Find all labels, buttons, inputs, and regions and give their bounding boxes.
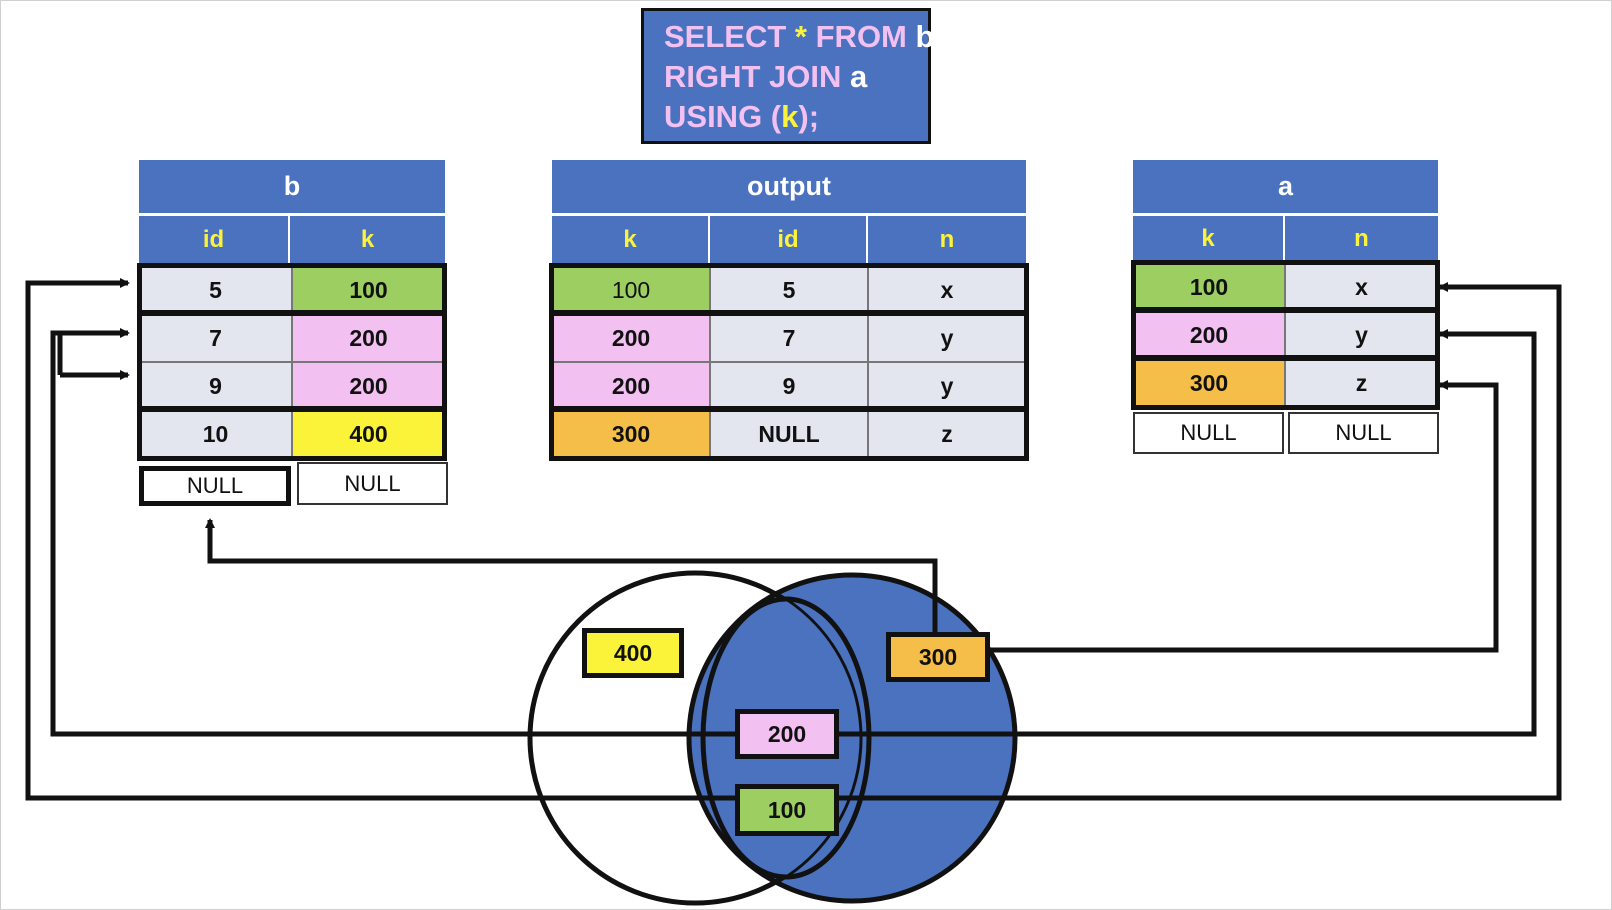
table-output-cell: 200 [552,362,710,410]
connector-300-to-a [987,380,1499,653]
venn-key-left-only: 400 [582,628,684,678]
table-b-header-k: k [290,216,445,263]
venn-lens-outline [700,596,872,880]
table-output-header-n: n [868,216,1026,263]
table-a-cell: 200 [1133,311,1285,359]
table-a-header-n: n [1285,216,1438,261]
sql-star: * [794,19,807,54]
table-b-cell: 7 [139,314,292,362]
sql-join-key: k [781,99,799,134]
table-output: output k id n 100 5 x 200 7 y 200 9 y 30… [549,160,1029,461]
table-b-cell: 400 [292,410,445,458]
sql-table-name: b [915,19,935,54]
table-a: a k n 100 x 200 y 300 z NULL NULL [1131,160,1440,456]
connector-100-to-b [25,278,735,801]
table-output-cell: 9 [710,362,868,410]
table-b-cell: 5 [139,266,292,314]
venn-key-right-only: 300 [886,632,990,682]
sql-line-2: RIGHT JOIN a [664,57,928,97]
sql-keyword: ); [798,99,820,134]
table-output-cell: y [868,362,1026,410]
table-b-null-cell: NULL [139,466,291,506]
table-b-cell: 100 [292,266,445,314]
table-output-cell: 200 [552,314,710,362]
table-a-header-k: k [1133,216,1285,261]
sql-query-box: SELECT * FROM b RIGHT JOIN a USING (k); [641,8,934,144]
sql-keyword: FROM [815,19,907,54]
sql-table-name: a [850,59,868,94]
connector-300-to-b-null [205,518,938,633]
table-a-null-cell: NULL [1133,412,1284,454]
table-b: b id k 5 100 7 200 9 200 10 400 NULL NUL… [137,160,448,506]
table-a-cell: 100 [1133,263,1285,311]
table-output-header-id: id [710,216,868,263]
venn-key-both: 200 [735,709,839,759]
table-output-cell: z [868,410,1026,458]
table-b-cell: 200 [292,314,445,362]
table-a-null-cell: NULL [1288,412,1439,454]
sql-keyword: USING ( [664,99,782,134]
table-a-cell: 300 [1133,359,1285,407]
table-output-cell: x [868,266,1026,314]
table-b-title: b [139,160,445,216]
table-output-header-k: k [552,216,710,263]
sql-line-3: USING (k); [664,97,928,137]
sql-keyword: RIGHT JOIN [664,59,842,94]
table-output-cell: NULL [710,410,868,458]
connector-200-to-b [50,328,735,737]
table-output-cell: 300 [552,410,710,458]
table-b-cell: 9 [139,362,292,410]
table-a-cell: x [1285,263,1438,311]
table-b-header-id: id [139,216,290,263]
venn-circle-b [527,570,863,906]
sql-keyword: SELECT [664,19,787,54]
table-output-cell: y [868,314,1026,362]
venn-key-both: 100 [735,784,839,836]
table-b-cell: 10 [139,410,292,458]
table-b-null-cell: NULL [297,462,448,505]
table-output-cell: 5 [710,266,868,314]
table-output-cell: 7 [710,314,868,362]
table-a-cell: z [1285,359,1438,407]
table-output-title: output [552,160,1026,216]
table-output-cell: 100 [552,266,710,314]
connector-100-to-a [835,282,1562,801]
sql-line-1: SELECT * FROM b [664,17,934,57]
table-b-cell: 200 [292,362,445,410]
table-a-cell: y [1285,311,1438,359]
table-a-title: a [1133,160,1438,216]
connector-200-to-a [835,329,1537,737]
